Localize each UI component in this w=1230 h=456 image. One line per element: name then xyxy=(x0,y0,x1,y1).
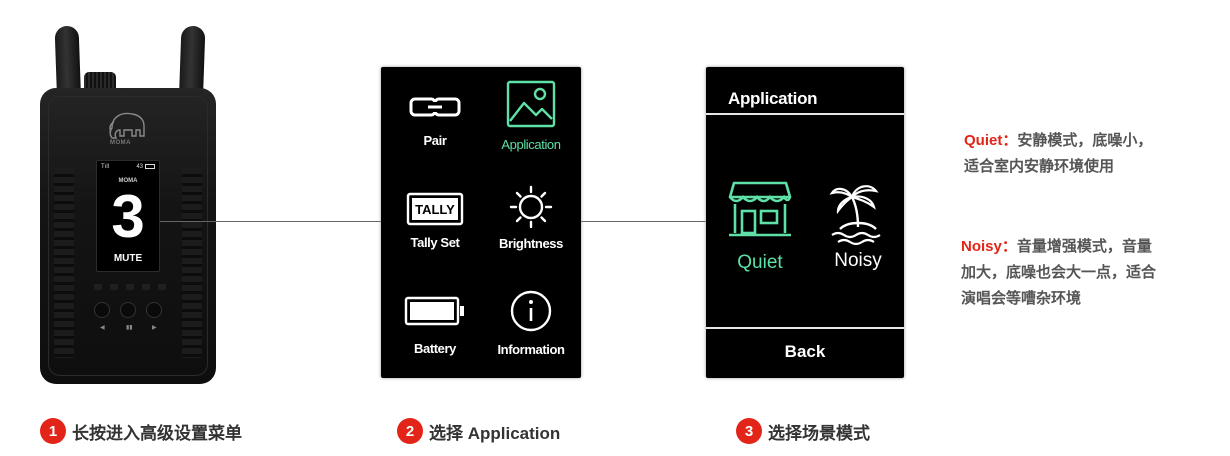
menu-label-pair: Pair xyxy=(423,133,447,148)
store-icon xyxy=(728,181,792,237)
scene-label-quiet: Quiet xyxy=(737,252,783,273)
divider xyxy=(706,113,904,115)
menu-item-battery[interactable]: Battery xyxy=(389,295,481,356)
quiet-desc-line: 适合室内安静环境使用 xyxy=(964,158,1115,175)
screen-title: Application xyxy=(728,89,818,108)
battery-icon xyxy=(404,296,464,326)
back-button[interactable]: Back xyxy=(784,342,826,361)
menu-label-brightness: Brightness xyxy=(499,236,563,251)
step-number-badge: 1 xyxy=(40,418,66,444)
quiet-desc-line: 安静模式，底噪小， xyxy=(1017,132,1153,149)
noisy-desc-line: 音量增强模式，音量 xyxy=(1016,238,1152,255)
step-text: 选择场景模式 xyxy=(768,423,870,443)
info-icon xyxy=(510,290,552,332)
noisy-description: Noisy：音量增强模式，音量 加大，底噪也会大一点，适合 演唱会等嘈杂环境 xyxy=(961,234,1156,312)
center-button[interactable] xyxy=(120,302,136,318)
step-3-caption: 3 选择场景模式 xyxy=(736,418,870,444)
noisy-desc-line: 演唱会等嘈杂环境 xyxy=(961,290,1082,307)
menu-label-battery: Battery xyxy=(414,341,456,356)
menu-item-tally-set[interactable]: TALLY Tally Set xyxy=(389,191,481,250)
signal-indicator: Tıll xyxy=(101,164,109,170)
palm-island-icon xyxy=(829,185,881,246)
menu-item-brightness[interactable]: Brightness xyxy=(485,185,577,251)
battery-icon xyxy=(145,164,155,169)
quiet-description: Quiet：安静模式，底噪小， 适合室内安静环境使用 xyxy=(964,128,1152,180)
channel-number: 3 xyxy=(111,183,145,250)
device-side-grip xyxy=(182,168,202,358)
menu-item-application[interactable]: Application xyxy=(485,79,577,152)
step-text: 选择 Application xyxy=(429,423,561,443)
link-icon xyxy=(409,97,461,117)
menu-item-information[interactable]: Information xyxy=(485,289,577,357)
device-led-row xyxy=(94,284,166,290)
device-body: MOMA Tıll 43 MOMA 3 MUTE ◀ ▮▮ ▶ xyxy=(40,88,216,384)
step-text: 长按进入高级设置菜单 xyxy=(72,423,242,443)
menu-label-information: Information xyxy=(497,342,565,357)
connector-line xyxy=(160,221,381,222)
left-button[interactable] xyxy=(94,302,110,318)
divider xyxy=(706,327,904,329)
device-screen: Tıll 43 MOMA 3 MUTE xyxy=(96,160,160,272)
right-button[interactable] xyxy=(146,302,162,318)
scene-noisy[interactable]: Noisy xyxy=(818,177,898,272)
image-icon xyxy=(506,80,556,128)
menu-icon: ▮▮ xyxy=(126,325,133,331)
step-1-caption: 1 长按进入高级设置菜单 xyxy=(40,418,242,444)
noisy-term: Noisy： xyxy=(961,238,1017,255)
noisy-desc-line: 加大，底噪也会大一点，适合 xyxy=(961,264,1157,281)
mammoth-logo-icon xyxy=(109,112,145,139)
device-brand: MOMA xyxy=(118,178,138,184)
tally-icon-text: TALLY xyxy=(415,202,455,217)
connector-line xyxy=(581,221,706,222)
application-screen: Application Quiet Noisy Back xyxy=(706,67,904,378)
menu-screen: Pair Application TALLY Tally Set xyxy=(381,67,581,378)
menu-label-application: Application xyxy=(501,137,561,152)
battery-level: 43 xyxy=(136,164,143,171)
left-arrow-icon: ◀ xyxy=(100,325,105,331)
menu-label-tally-set: Tally Set xyxy=(410,235,460,250)
step-number-badge: 3 xyxy=(736,418,762,444)
step-2-caption: 2 选择 Application xyxy=(397,418,560,444)
tally-icon: TALLY xyxy=(406,192,464,226)
device-logo-text: MOMA xyxy=(110,140,131,146)
menu-item-pair[interactable]: Pair xyxy=(389,93,481,148)
right-arrow-icon: ▶ xyxy=(152,325,157,331)
mute-status: MUTE xyxy=(113,253,143,264)
quiet-term: Quiet： xyxy=(964,132,1018,149)
step-number-badge: 2 xyxy=(397,418,423,444)
device-side-grip xyxy=(54,168,74,358)
scene-label-noisy: Noisy xyxy=(834,250,882,271)
battery-indicator: 43 xyxy=(136,164,155,170)
scene-quiet[interactable]: Quiet xyxy=(720,179,800,274)
sun-icon xyxy=(509,185,553,229)
